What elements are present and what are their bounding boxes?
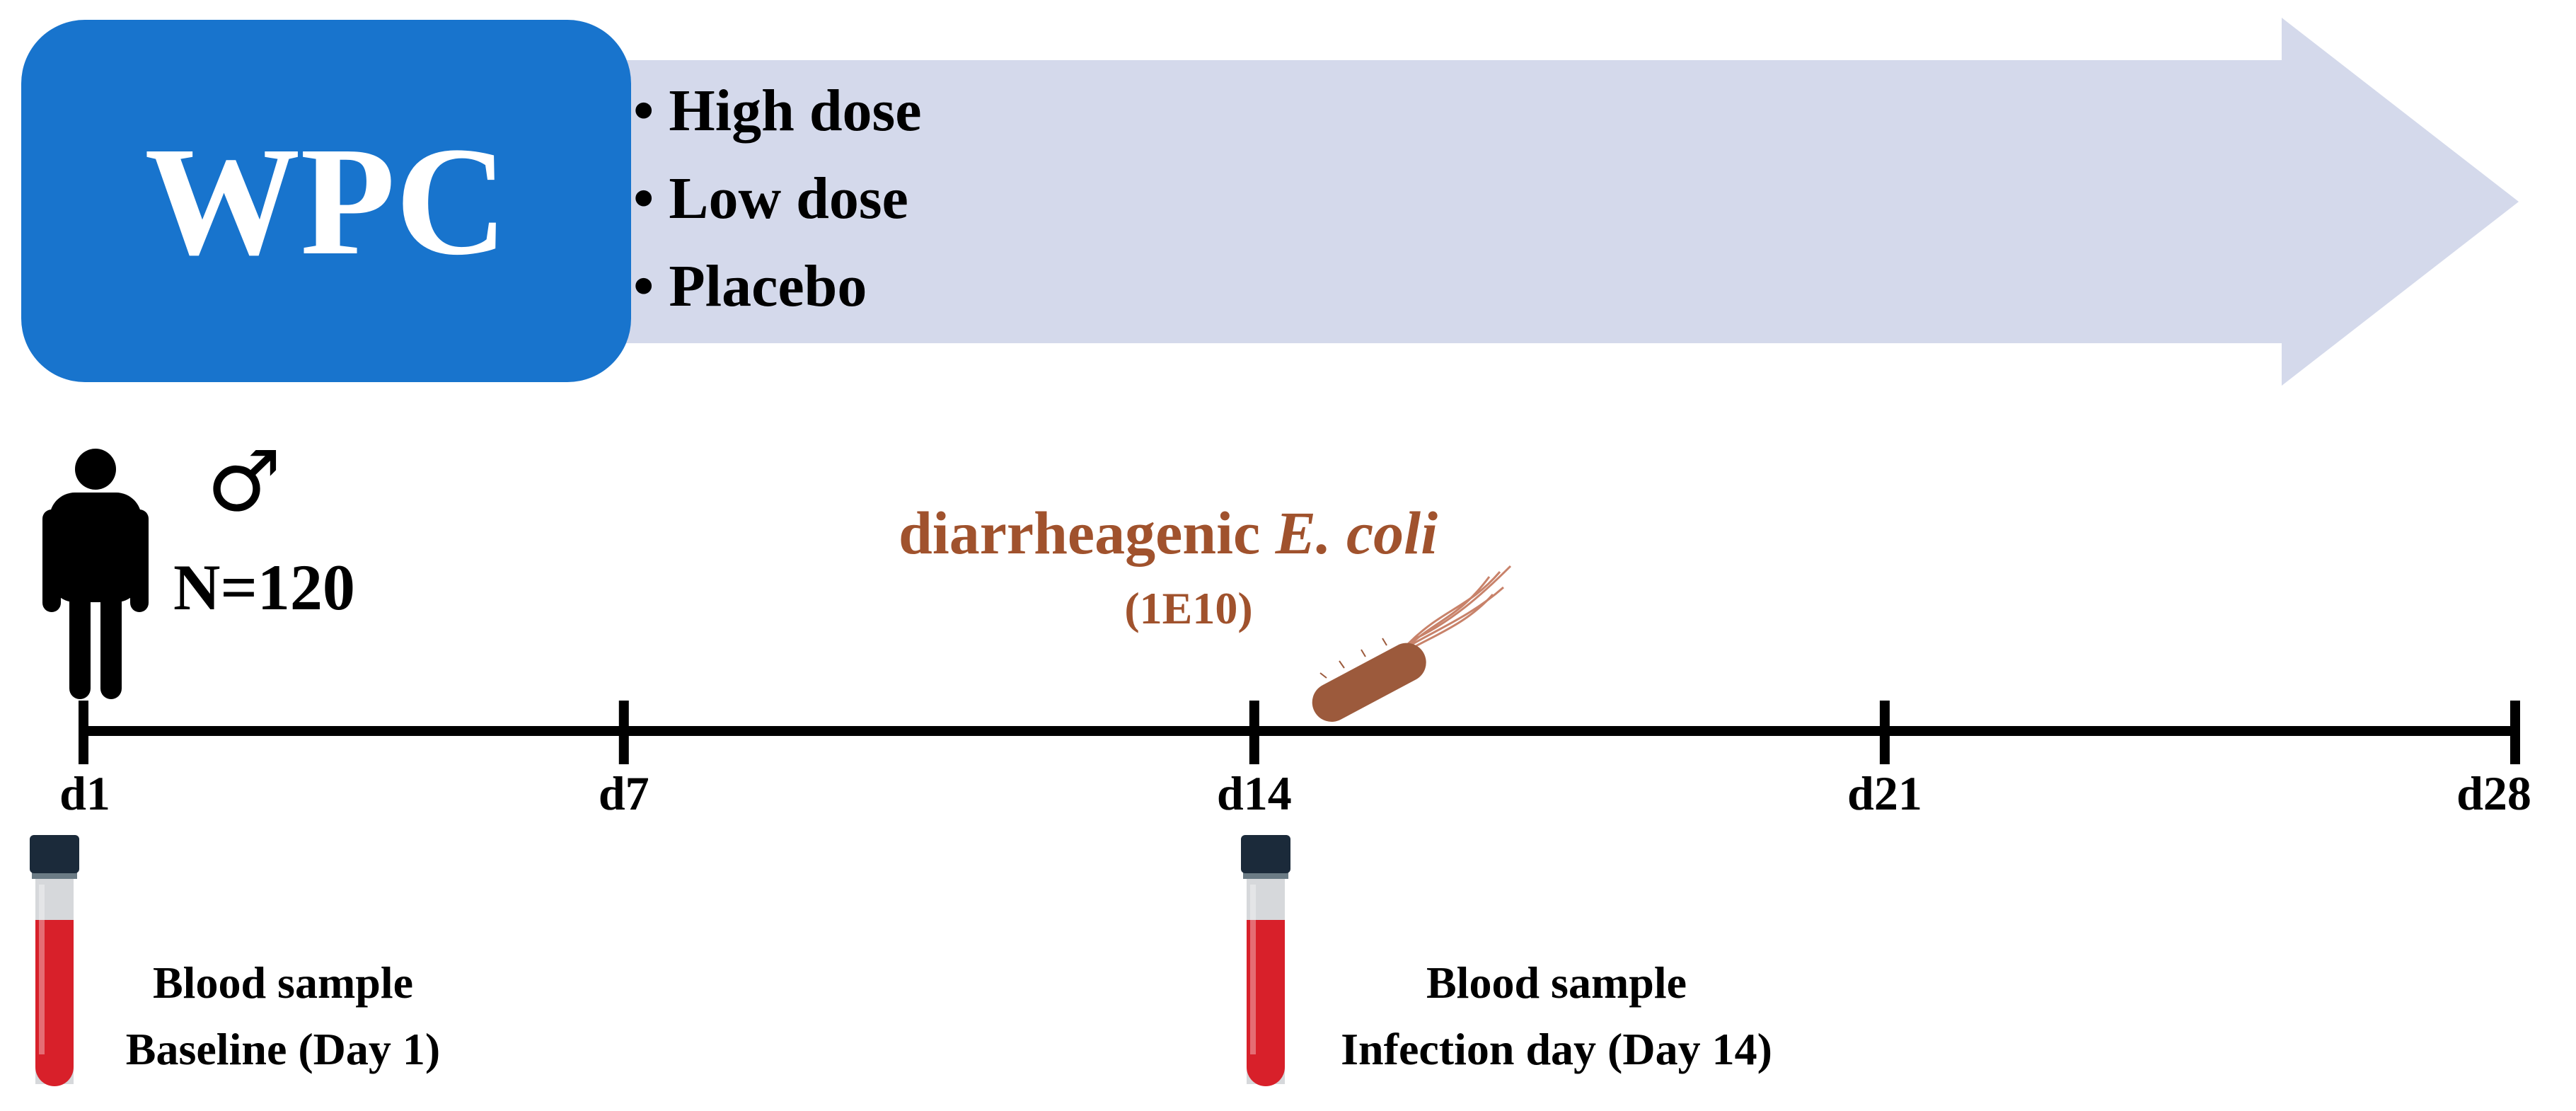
treatment-arms-list: • High dose • Low dose • Placebo — [633, 67, 922, 330]
person-icon — [42, 449, 149, 699]
sample-infection-line2: Infection day (Day 14) — [1341, 1024, 1772, 1074]
participant-count: N=120 — [173, 551, 355, 623]
tick-label-d1: d1 — [59, 766, 110, 820]
treatment-arrow — [608, 18, 2519, 386]
wpc-box — [21, 20, 631, 382]
infection-label: diarrheagenic E. coli — [899, 497, 1438, 568]
arm-high-dose: • High dose — [633, 78, 922, 144]
tick-label-d14: d14 — [1216, 766, 1292, 820]
arm-placebo: • Placebo — [633, 253, 867, 319]
male-symbol: ♂ — [207, 432, 282, 530]
wpc-label: WPC — [144, 115, 508, 287]
infection-label-main: diarrheagenic — [899, 499, 1261, 567]
blood-tube-day1 — [30, 835, 79, 1086]
arm-low-dose: • Low dose — [633, 166, 908, 231]
sample-baseline-line2: Baseline (Day 1) — [125, 1024, 441, 1074]
tick-label-d28: d28 — [2456, 766, 2531, 820]
infection-dose: (1E10) — [1124, 583, 1253, 633]
sample-infection-line1: Blood sample — [1426, 957, 1687, 1008]
tick-label-d7: d7 — [598, 766, 649, 820]
sample-caption-infection: Blood sample Infection day (Day 14) — [1273, 950, 1839, 1083]
tick-label-d21: d21 — [1847, 766, 1922, 820]
sample-baseline-line1: Blood sample — [152, 957, 414, 1008]
infection-label-species: E. coli — [1275, 499, 1438, 567]
timeline-ticks — [79, 701, 2520, 764]
blood-tube-day14 — [1241, 835, 1290, 1086]
sample-caption-baseline: Blood sample Baseline (Day 1) — [71, 950, 495, 1083]
bacterium-icon — [1312, 565, 1512, 722]
